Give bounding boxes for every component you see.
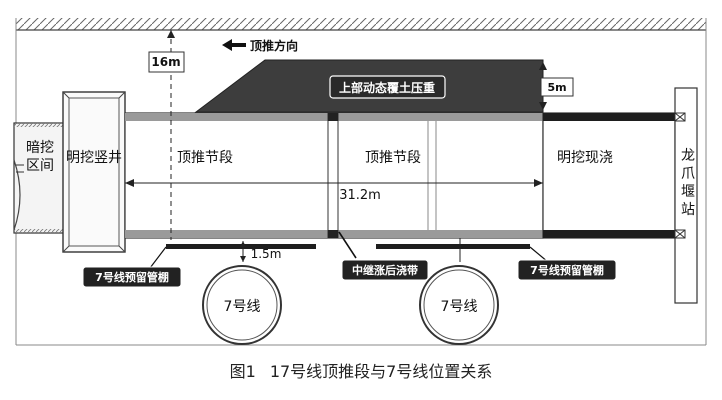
- push-direction-arrow: [222, 39, 246, 51]
- jacking-box: [124, 112, 544, 239]
- label-canopy-right: 7号线预留管棚: [530, 263, 604, 277]
- label-cast-in-place: 明挖现浇: [557, 150, 613, 166]
- open-cut-shaft: [62, 91, 126, 253]
- label-open-shaft: 明挖竖井: [66, 150, 122, 166]
- label-dim-31m: 31.2m: [339, 188, 381, 203]
- canopy-right-box: [517, 259, 617, 281]
- dim-16m-line: [148, 30, 185, 240]
- canopy-left-box: [82, 266, 182, 288]
- overburden-label-box: [329, 75, 446, 99]
- label-dark-tunnel-1: 暗挖区间: [26, 140, 54, 174]
- cast-in-place-section: [542, 112, 676, 239]
- dark-tunnel: [13, 122, 67, 234]
- label-dim-16m: 16m: [151, 55, 180, 69]
- line7-tunnel-right: [419, 265, 499, 345]
- label-jack-right: 顶推节段: [365, 150, 421, 166]
- ground-surface: [15, 18, 707, 346]
- relay-band-box: [341, 259, 429, 281]
- pipe-roof-bars: [166, 238, 530, 262]
- dim-5m-line: [539, 62, 574, 110]
- figure-caption: 图1 17号线顶推段与7号线位置关系: [0, 358, 722, 382]
- dim-31m-line: [125, 179, 543, 187]
- label-relay-band: 中继涨后浇带: [352, 263, 418, 277]
- line7-tunnel-left: [202, 265, 282, 345]
- label-line7-left: 7号线: [224, 299, 261, 315]
- label-dim-5m: 5m: [547, 81, 566, 94]
- label-jack-left: 顶推节段: [177, 150, 233, 166]
- label-dim-15m: 1.5m: [251, 247, 282, 261]
- label-line7-right: 7号线: [441, 299, 478, 315]
- station-structure: [674, 87, 698, 304]
- caption-title: 17号线顶推段与7号线位置关系: [269, 362, 493, 381]
- label-station: 龙爪堰站: [681, 148, 695, 218]
- label-push-direction: 顶推方向: [250, 38, 298, 53]
- label-canopy-left: 7号线预留管棚: [95, 270, 169, 284]
- label-overburden: 上部动态覆土压重: [339, 80, 435, 95]
- caption-figure-number: 图1: [229, 362, 256, 381]
